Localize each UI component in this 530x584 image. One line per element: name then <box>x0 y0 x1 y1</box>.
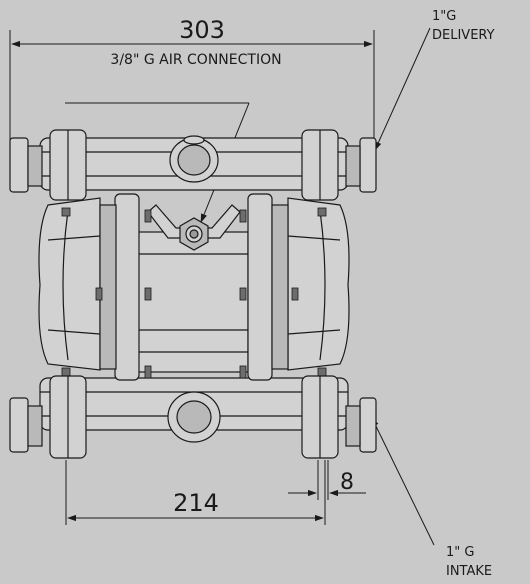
port-offset-dimension <box>288 460 366 500</box>
base-width-value: 214 <box>173 489 219 517</box>
left-plate <box>114 193 140 381</box>
delivery-label-size: 1"G <box>432 9 456 24</box>
overall-width-dimension <box>9 30 375 150</box>
right-plate <box>247 193 273 381</box>
port-bottom-right <box>359 397 377 453</box>
port-offset-value: 8 <box>340 470 354 495</box>
port-top-left <box>9 137 29 193</box>
intake-label-size: 1" G <box>446 545 474 560</box>
ports <box>9 137 377 453</box>
bolts <box>61 207 327 379</box>
intake-leader <box>371 417 435 546</box>
air-connection-label: 3/8" G AIR CONNECTION <box>110 52 281 68</box>
pump-body <box>38 135 350 443</box>
center-housing <box>137 231 249 373</box>
overall-width-value: 303 <box>179 16 225 44</box>
base-width-dimension <box>65 460 326 525</box>
elbow-flanges <box>49 129 339 459</box>
port-bottom-left <box>9 397 29 453</box>
right-chamber <box>287 197 350 371</box>
intake-label-text: INTAKE <box>446 564 492 579</box>
port-top-right <box>359 137 377 193</box>
air-valve-fitting <box>179 217 209 251</box>
left-chamber <box>38 197 101 371</box>
delivery-leader <box>374 27 431 151</box>
delivery-label-text: DELIVERY <box>432 28 495 43</box>
